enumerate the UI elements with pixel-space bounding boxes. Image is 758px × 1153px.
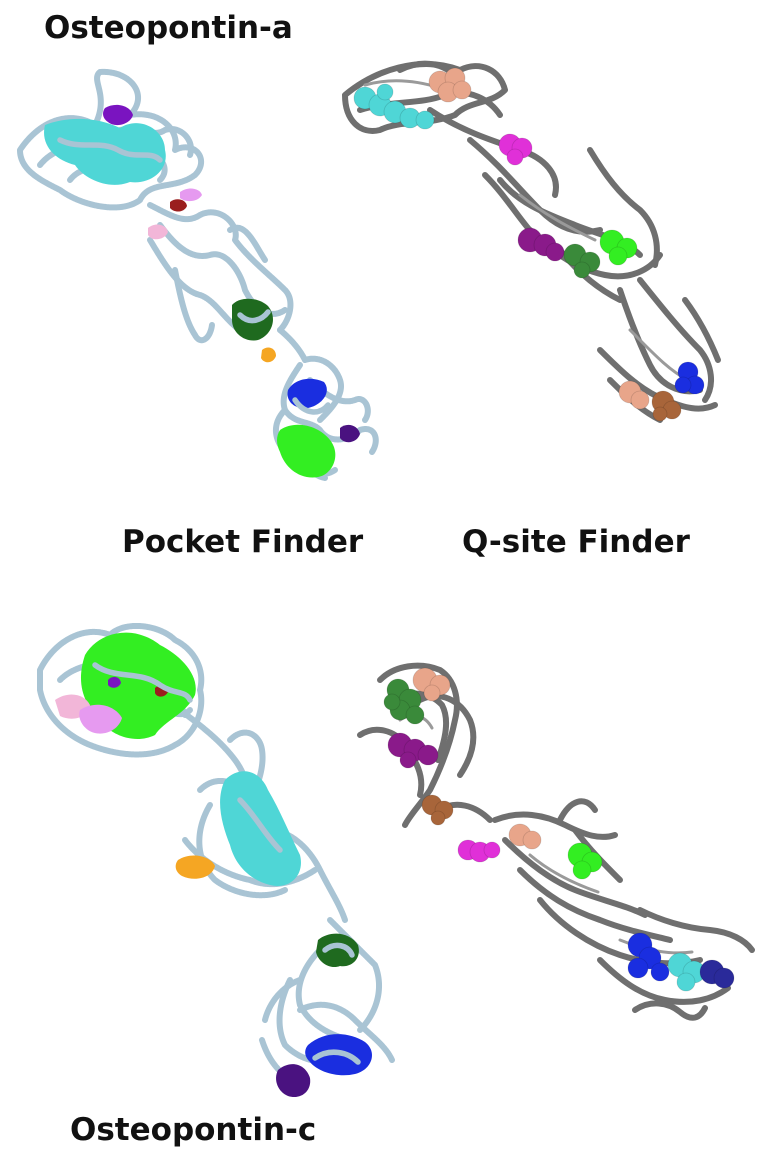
site-navy [700, 960, 734, 988]
pocket-dark-purple [340, 425, 360, 442]
site-magenta [499, 134, 532, 165]
pocket-orange [261, 348, 276, 363]
pocket-purple [103, 105, 133, 125]
site-blue [675, 362, 704, 394]
site-salmon-bottom [619, 381, 649, 409]
site-purple [388, 733, 438, 768]
site-cyan [354, 84, 434, 129]
pocket-violet-pink [180, 188, 202, 201]
panel-osteopontin-a-pocket-finder [20, 72, 376, 478]
panel-osteopontin-c-q-site-finder [360, 666, 752, 1018]
site-brown [422, 795, 453, 825]
panel-osteopontin-c-pocket-finder [40, 626, 392, 1097]
pocket-cyan [44, 119, 166, 185]
panel-osteopontin-a-q-site-finder [345, 64, 718, 421]
pocket-green [277, 425, 335, 478]
site-magenta [458, 840, 500, 862]
pocket-brown-red [170, 199, 187, 211]
site-green [600, 230, 637, 265]
site-purple [518, 228, 564, 261]
pocket-blue [288, 379, 327, 409]
site-green [568, 843, 602, 879]
pocket-dark-purple [276, 1064, 310, 1097]
site-brown [652, 391, 681, 421]
